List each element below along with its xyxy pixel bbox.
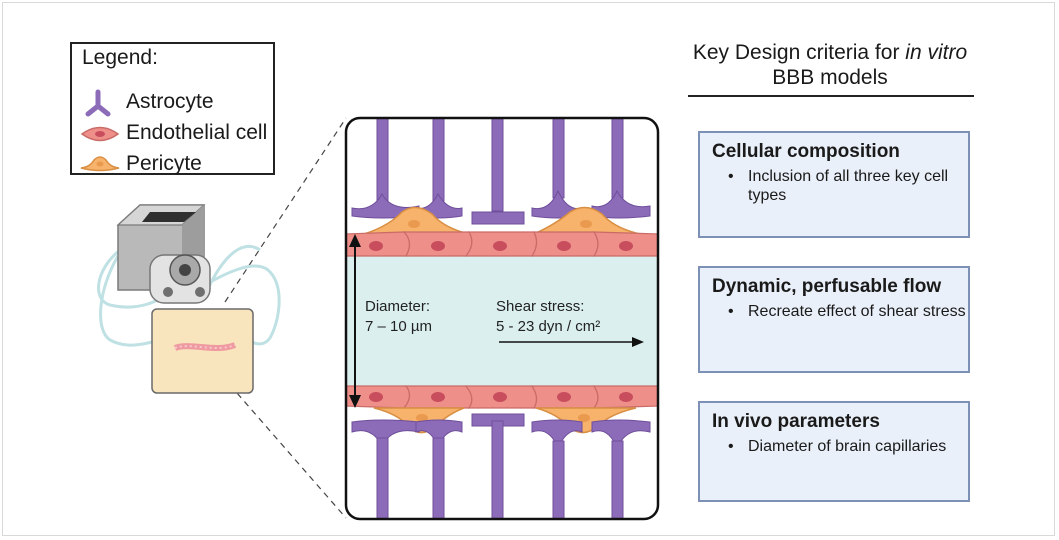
card-bullet-text: Recreate effect of shear stress bbox=[748, 303, 966, 320]
pericytes-bottom bbox=[373, 407, 637, 434]
vessel-panel-border bbox=[344, 116, 660, 521]
diameter-value: 7 – 10 µm bbox=[365, 318, 432, 335]
flow-arrow bbox=[499, 337, 644, 347]
astrocytes-bottom bbox=[351, 413, 651, 519]
peristaltic-pump bbox=[116, 204, 211, 304]
tubing bbox=[97, 245, 281, 347]
diameter-arrow bbox=[349, 234, 361, 408]
shear-stress-value: 5 - 23 dyn / cm² bbox=[496, 318, 600, 335]
card-bullet: • Diameter of brain capillaries bbox=[728, 437, 968, 456]
card-heading: Dynamic, perfusable flow bbox=[712, 276, 942, 297]
shear-stress-label: Shear stress: bbox=[496, 298, 584, 315]
legend-label-astrocyte: Astrocyte bbox=[126, 90, 214, 113]
vessel-lumen bbox=[346, 246, 658, 394]
legend-item-astrocyte: Astrocyte bbox=[72, 88, 273, 118]
pericytes-top bbox=[363, 206, 641, 235]
vessel-zoom-panel: Diameter: 7 – 10 µm Shear stress: 5 - 23… bbox=[344, 116, 660, 521]
criteria-card-parameters: In vivo parameters • Diameter of brain c… bbox=[698, 401, 970, 502]
zoom-line-bottom bbox=[229, 384, 347, 519]
astrocytes-top bbox=[351, 118, 651, 225]
legend-item-pericyte: Pericyte bbox=[72, 150, 273, 180]
criteria-card-cellular: Cellular composition • Inclusion of all … bbox=[698, 131, 970, 238]
criteria-card-flow: Dynamic, perfusable flow • Recreate effe… bbox=[698, 266, 970, 373]
panel-title: Key Design criteria for in vitro BBB mod… bbox=[680, 40, 980, 90]
panel-title-line-2: BBB models bbox=[772, 66, 888, 89]
card-bullet-text: Inclusion of all three key cell types bbox=[748, 168, 949, 204]
bullet-icon: • bbox=[728, 168, 734, 185]
legend-label-pericyte: Pericyte bbox=[126, 152, 202, 175]
bullet-icon: • bbox=[728, 438, 734, 455]
legend-label-endothelial: Endothelial cell bbox=[126, 121, 268, 144]
card-heading: Cellular composition bbox=[712, 141, 900, 162]
bullet-icon: • bbox=[728, 303, 734, 320]
card-heading: In vivo parameters bbox=[712, 411, 880, 432]
pericyte-icon bbox=[80, 156, 120, 172]
legend-item-endothelial: Endothelial cell bbox=[72, 119, 273, 149]
panel-title-text: Key Design criteria for bbox=[692, 41, 906, 64]
panel-title-italic: in vitro bbox=[905, 41, 968, 64]
endothelial-nuclei-bottom bbox=[369, 392, 633, 402]
pump-display bbox=[142, 212, 196, 222]
astrocyte-icon bbox=[85, 89, 111, 117]
card-bullet: • Inclusion of all three key cell types bbox=[728, 167, 968, 205]
title-divider bbox=[688, 95, 974, 97]
microfluidic-chip bbox=[151, 308, 254, 394]
card-bullet: • Recreate effect of shear stress bbox=[728, 302, 968, 321]
diameter-label: Diameter: bbox=[365, 298, 430, 315]
panel-title-line-1: Key Design criteria for in vitro bbox=[680, 40, 980, 65]
zoom-line-top bbox=[224, 117, 347, 303]
endothelial-nuclei-top bbox=[369, 241, 633, 251]
legend-title: Legend: bbox=[82, 46, 158, 69]
legend-box: Legend: Astrocyte Endothelial cell Peric… bbox=[70, 42, 275, 175]
card-bullet-text: Diameter of brain capillaries bbox=[748, 438, 947, 455]
endothelial-cell-icon bbox=[80, 126, 120, 142]
